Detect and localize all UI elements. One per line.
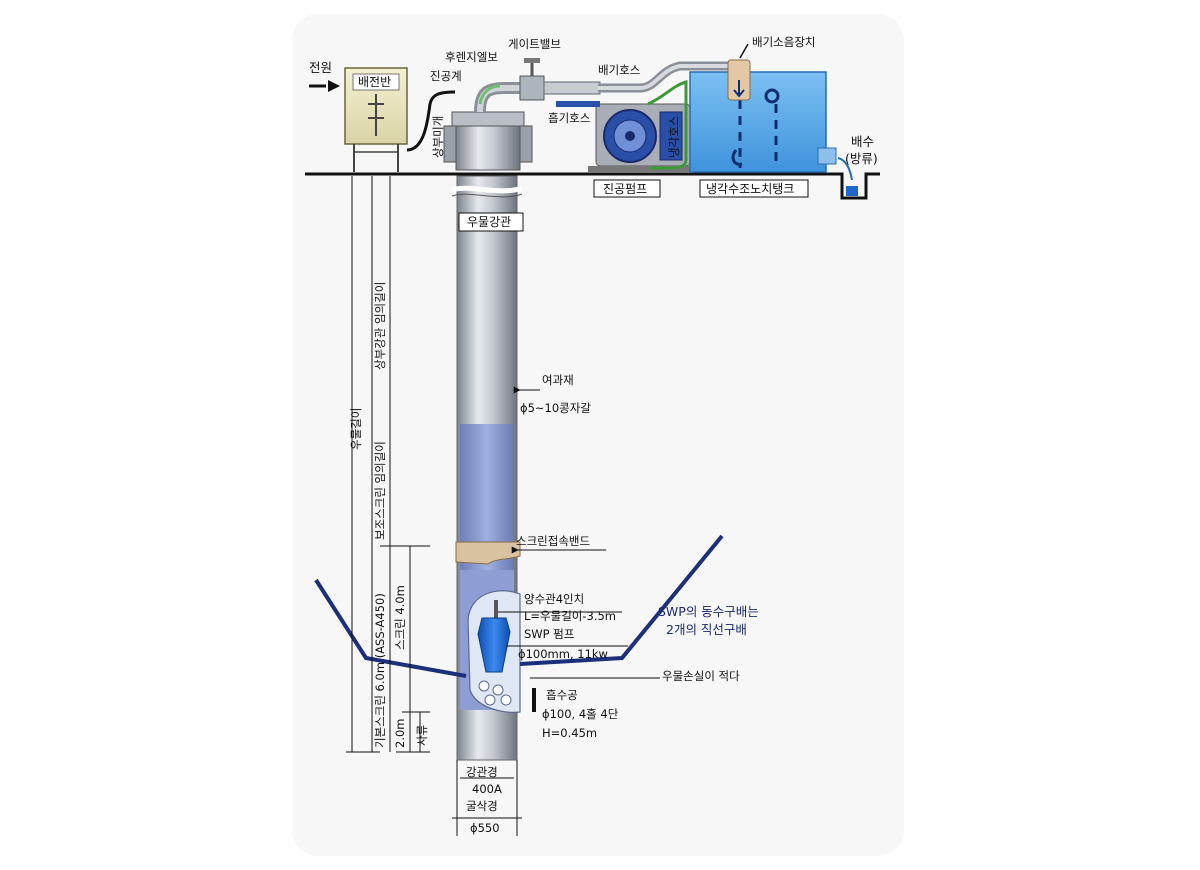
gate-valve-label: 게이트밸브 [508,37,561,51]
upper-casing-length-label: 상부강관 임의길이 [373,282,387,370]
swp-gradient-label-2: 2개의 직선구배 [666,622,747,637]
fox-elbow-label: 후렌지엘보 [445,50,498,64]
vacuum-gauge-label: 진공계 [430,69,462,83]
cooling-hose [647,80,688,170]
power-cable [406,90,456,152]
casing-size-label: 400A [472,782,502,796]
screen-band [455,541,521,565]
riser-pipe-label: 양수관4인치 [524,592,584,606]
screen-4m-label: 스크린 4.0m [393,585,407,650]
vacuum-pump-label-box [593,179,661,198]
well-head [443,111,533,171]
casing-dia-label: 강관경 [466,765,498,779]
exhaust-silencer [727,59,751,101]
power-label: 전원 [309,60,332,75]
cooling-tank-label-box [699,179,809,198]
exhaust-silencer-label: 배기소음장치 [752,35,815,49]
bore-dia-label: 굴삭경 [466,799,498,813]
screen-band-label: 스크린접속밴드 [516,534,590,548]
cooling-tank [689,71,827,173]
well-casing-label-box [458,212,524,232]
drain-label: 배수 [851,134,874,149]
len-2m-label: 2.0m [393,719,407,749]
silencer-leader [739,43,749,59]
cooling-hose-label: 냉각호스 [667,116,681,158]
power-arrow [309,80,340,92]
riser-length-label: L=우물길이-3.5m [524,609,616,623]
suction-hole-spec-label: ϕ100, 4홀 4단 [542,707,619,721]
drawdown-line-left [314,578,467,678]
base-screen-label: 기본스크린 6.0m (ASS-A450) [373,593,387,748]
swp-spec-label: ϕ100mm, 11kw [518,647,608,661]
pump-cutaway [467,590,521,713]
suction-hose-label: 흡기호스 [548,111,590,125]
exhaust-hose-label: 배기호스 [598,63,640,77]
switchboard-label: 배전반 [358,75,391,89]
swp-pump-label: SWP 펌프 [524,627,574,641]
well-depth-label: 우물길이 [349,408,363,450]
cooling-tank-label: 냉각수조노치탱크 [706,182,794,196]
vacuum-pump [588,103,694,173]
ground-line [305,172,880,200]
suction-hole-h-label: H=0.45m [542,726,597,740]
sump-label: 사류 [415,725,429,746]
aux-screen-length-label: 보조스크린 임의길이 [373,441,387,540]
bore-size-label: ϕ550 [470,821,500,835]
vacuum-pump-label: 진공펌프 [603,182,647,196]
suction-hole-label: 흡수공 [546,688,578,702]
dimension-lines [346,176,430,753]
drain-sub-label: (방류) [845,151,878,166]
well-casing-label: 우물강관 [467,215,511,229]
filter-spec-label: ϕ5~10콩자갈 [520,401,591,415]
drawdown-line-right [519,534,724,666]
filter-material-label: 여과재 [542,373,574,387]
well-loss-label: 우물손실이 적다 [662,669,740,683]
vacuum-gauge-hose [478,84,501,105]
swp-gradient-label-1: SWP의 동수구배는 [658,604,759,619]
upper-cover-label: 상부미개 [431,116,445,158]
drain [817,147,858,196]
switchboard [344,67,408,172]
diameter-dimensions [452,760,522,836]
